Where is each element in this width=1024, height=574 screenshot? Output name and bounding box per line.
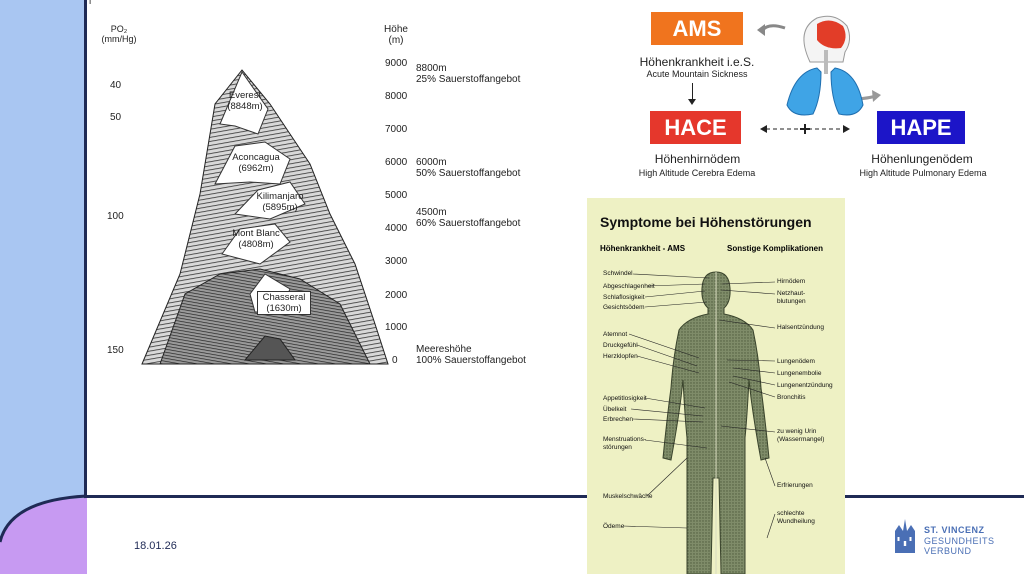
symptom-left: Appetitlosigkeit: [603, 395, 647, 402]
symptom-left: Menstruations- störungen: [603, 436, 646, 451]
symptom-left: Schwindel: [603, 270, 633, 277]
cathedral-logo-icon: [895, 519, 915, 553]
symptom-right: Lungenentzündung: [777, 382, 833, 389]
symptom-right: Lungenembolie: [777, 370, 822, 377]
mountain-illustration: [141, 69, 389, 365]
head-and-lungs-illustration: [757, 15, 881, 116]
po2-tick: 150: [107, 345, 124, 356]
peak-label-aconcagua: Aconcagua(6962m): [232, 152, 280, 174]
symptom-right: schlechte Wundheilung: [777, 510, 815, 525]
symptom-left: Gesichtsödem: [603, 304, 645, 311]
sidebar-divider: [84, 0, 87, 500]
symptom-right: Hirnödem: [777, 278, 806, 285]
left-sidebar: [0, 0, 84, 574]
po2-tick: 50: [110, 112, 122, 123]
symptom-right: zu wenig Urin (Wassermangel): [777, 428, 825, 443]
ams-title: Höhenkrankheit i.e.S.: [639, 55, 755, 69]
peak-label-kilimanjaro: Kilimanjaro(5895m): [256, 191, 304, 213]
logo-text-line2: GESUNDHEITS: [924, 536, 995, 546]
ams-box: AMS: [651, 12, 743, 45]
symptoms-panel: Symptome bei Höhenstörungen Höhenkrankhe…: [587, 198, 845, 574]
po2-tick: 40: [110, 80, 122, 91]
symptom-left: Abgeschlagenheit: [603, 283, 655, 290]
symptoms-right-header: Sonstige Komplikationen: [727, 244, 824, 253]
symptom-left: Atemnot: [603, 331, 628, 338]
height-tick: 4000: [385, 223, 408, 234]
symptom-left: Übelkeit: [603, 406, 627, 413]
symptom-left: Muskelschwäche: [603, 493, 653, 500]
po2-tick: 100: [107, 211, 124, 222]
hace-title: Höhenhirnödem: [654, 152, 741, 166]
symptoms-title: Symptome bei Höhenstörungen: [600, 214, 812, 230]
symptom-left: Schlaflosigkeit: [603, 294, 645, 301]
symptom-left: Herzklopfen: [603, 353, 638, 360]
ams-to-hace-arrow: [692, 83, 693, 101]
peak-label-everest: Everest(8848m): [227, 90, 263, 112]
height-tick: 7000: [385, 124, 408, 135]
height-tick: 8000: [385, 91, 408, 102]
logo-text-line3: VERBUND: [924, 546, 972, 556]
logo-text-line1: ST. VINCENZ: [924, 525, 985, 535]
arrow-head: [688, 99, 696, 105]
po2-axis-title: PO₂ (mm/Hg): [101, 24, 137, 44]
hape-subtitle: High Altitude Pulmonary Edema: [859, 168, 987, 178]
symptom-right: Erfrierungen: [777, 482, 813, 489]
symptoms-left-header: Höhenkrankheit - AMS: [600, 244, 686, 253]
corner-mark: i: [89, 0, 92, 7]
symptom-right: Bronchitis: [777, 394, 806, 401]
hace-box: HACE: [650, 111, 741, 144]
corner-accent: [0, 494, 88, 574]
symptom-right: Netzhaut- blutungen: [777, 290, 806, 305]
height-tick: 0: [392, 355, 398, 366]
height-tick: 3000: [385, 256, 408, 267]
peak-label-mont-blanc: Mont Blanc(4808m): [232, 228, 280, 250]
org-logo: ST. VINCENZ GESUNDHEITS VERBUND: [892, 517, 1002, 557]
hace-subtitle: High Altitude Cerebra Edema: [638, 168, 756, 178]
symptom-left: Ödeme: [603, 523, 625, 530]
hape-title: Höhenlungenödem: [871, 152, 973, 166]
height-tick: 2000: [385, 290, 408, 301]
hace-hape-link: [760, 124, 850, 134]
height-tick: 5000: [385, 190, 408, 201]
symptom-left: Erbrechen: [603, 416, 633, 423]
height-tick: 6000: [385, 157, 408, 168]
height-tick: 1000: [385, 322, 408, 333]
body-figure: [662, 271, 770, 574]
symptom-right: Lungenödem: [777, 358, 815, 365]
symptom-leader-lines: [622, 273, 776, 539]
hape-box: HAPE: [877, 111, 965, 144]
symptom-right: Halsentzündung: [777, 324, 824, 331]
height-tick: 9000: [385, 58, 408, 69]
footer-date: 18.01.26: [134, 540, 177, 552]
ams-subtitle: Acute Mountain Sickness: [646, 69, 748, 79]
height-axis-title: Höhe (m): [384, 24, 408, 46]
peak-label-chasseral: Chasseral(1630m): [257, 291, 311, 315]
symptom-left: Druckgefühl: [603, 342, 638, 349]
footer-divider: [84, 495, 1024, 498]
